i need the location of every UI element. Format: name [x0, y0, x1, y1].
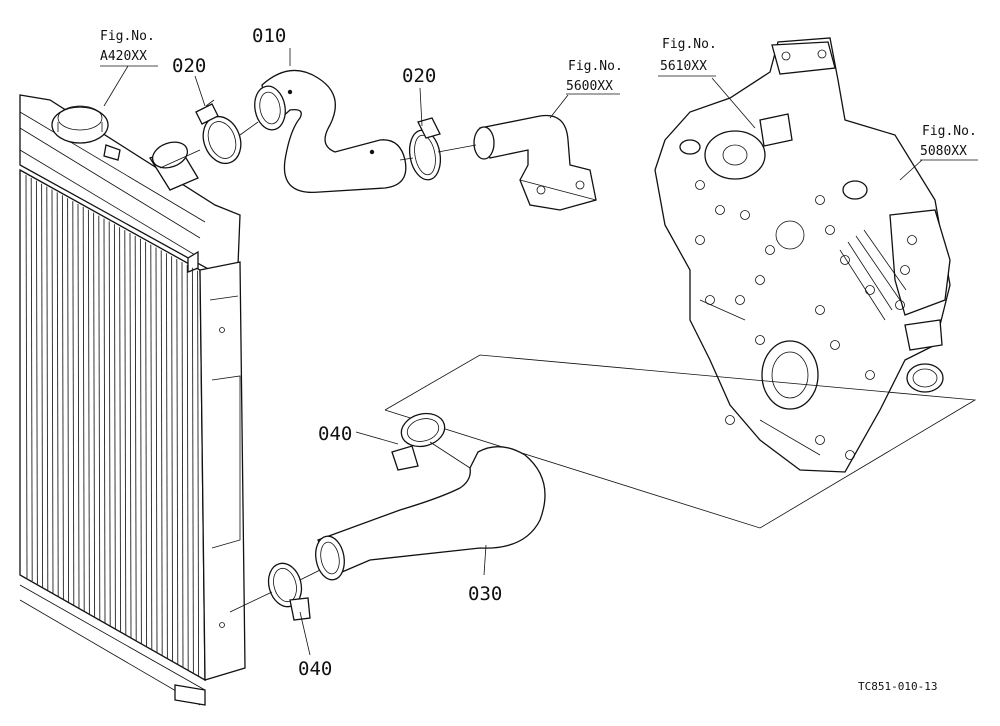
bolt-hole	[695, 180, 705, 190]
bolt-hole	[740, 210, 750, 220]
radiator-fin	[25, 174, 28, 579]
radiator-fin	[93, 212, 96, 618]
radiator-fin	[67, 198, 70, 603]
fig-ref-5600-prefix: Fig.No.	[568, 59, 623, 74]
lower-hose-030	[315, 446, 546, 581]
bolt-hole	[755, 275, 765, 285]
part-label-020-right: 020	[402, 65, 436, 87]
bolt-hole	[735, 295, 745, 305]
hose-clamp-020-left	[195, 99, 242, 165]
radiator-fin	[30, 177, 33, 582]
radiator-fin	[82, 206, 85, 612]
hose-clamp-040-upper	[391, 412, 446, 471]
bolt-hole	[815, 195, 825, 205]
bolt-hole	[830, 340, 840, 350]
engine-gear-case	[654, 37, 951, 473]
radiator-fin	[113, 224, 116, 630]
radiator-fin	[98, 215, 101, 621]
radiator-fin	[56, 192, 59, 597]
hose-clamp-020-right	[408, 117, 442, 181]
bolt-hole	[715, 205, 725, 215]
radiator-fin	[165, 253, 168, 660]
fig-ref-a420-prefix: Fig.No.	[100, 29, 155, 44]
bolt-hole	[815, 435, 825, 445]
assembly-plane	[384, 354, 977, 529]
fig-ref-5080-prefix: Fig.No.	[922, 124, 977, 139]
radiator-fin	[119, 227, 122, 633]
part-label-020-left: 020	[172, 55, 206, 77]
radiator-fin	[145, 241, 148, 648]
radiator-fin	[41, 183, 44, 588]
bolt-hole	[755, 335, 765, 345]
radiator-fin	[108, 221, 111, 627]
drawing-code: TC851-010-13	[858, 680, 937, 693]
bolt-hole	[865, 370, 875, 380]
radiator-fin	[35, 180, 38, 585]
fig-ref-5610-prefix: Fig.No.	[662, 37, 717, 52]
radiator-fin	[160, 250, 163, 657]
assembly-lines	[159, 121, 477, 613]
radiator-fin	[129, 232, 132, 639]
radiator-fins	[25, 174, 200, 678]
radiator-fin	[197, 270, 200, 678]
bolt-hole	[765, 245, 775, 255]
part-label-040-lower: 040	[298, 658, 332, 680]
radiator-fin	[103, 218, 106, 624]
bolt-hole	[825, 225, 835, 235]
hose-clamp-040-lower	[267, 562, 311, 621]
bolt-hole	[907, 235, 917, 245]
radiator-fin	[46, 186, 49, 591]
radiator-fin	[176, 259, 179, 666]
fig-ref-5600-code: 5600XX	[566, 79, 613, 94]
radiator-fin	[51, 189, 54, 594]
radiator-fin	[150, 244, 153, 651]
part-label-010: 010	[252, 25, 286, 47]
radiator-fin	[191, 267, 194, 675]
bolt-hole	[845, 450, 855, 460]
fig-ref-5610-code: 5610XX	[660, 59, 707, 74]
radiator-fin	[171, 256, 174, 663]
bolt-hole	[815, 305, 825, 315]
part-label-030: 030	[468, 583, 502, 605]
bolt-hole	[840, 255, 850, 265]
radiator-fin	[61, 195, 64, 600]
radiator-fin	[155, 247, 158, 654]
bolt-hole	[725, 415, 735, 425]
radiator-fin	[87, 209, 90, 615]
upper-hose-010	[254, 69, 407, 194]
leader-lines	[100, 48, 978, 656]
radiator-fin	[186, 264, 189, 672]
radiator-fin	[139, 238, 142, 645]
gear-case-bolts	[695, 180, 917, 460]
fig-ref-a420-code: A420XX	[100, 49, 147, 64]
part-label-040-upper: 040	[318, 423, 352, 445]
radiator-fin	[124, 230, 127, 636]
bolt-hole	[695, 235, 705, 245]
fig-ref-5080-code: 5080XX	[920, 144, 967, 159]
thermostat-housing	[473, 114, 597, 211]
radiator-fin	[77, 203, 80, 609]
radiator-fin	[72, 201, 75, 606]
radiator-fin	[181, 261, 184, 669]
bolt-hole	[900, 265, 910, 275]
bolt-hole	[895, 300, 905, 310]
radiator-fin	[134, 235, 137, 642]
radiator	[19, 94, 246, 706]
